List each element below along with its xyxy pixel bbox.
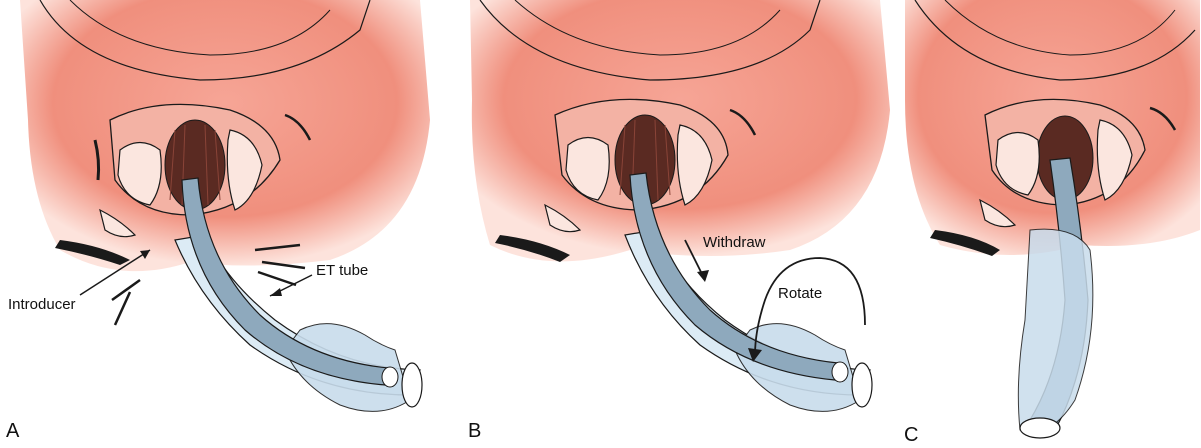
introducer-label: Introducer (8, 296, 76, 313)
panel-c: C (900, 0, 1201, 448)
panel-letter-b: B (468, 420, 481, 443)
panel-c-illustration (900, 0, 1201, 448)
withdraw-label: Withdraw (703, 234, 766, 251)
panel-letter-a: A (6, 420, 19, 443)
et-tube-label: ET tube (316, 262, 368, 279)
panel-letter-c: C (904, 424, 918, 447)
panel-b-illustration (460, 0, 900, 448)
panel-a-illustration (0, 0, 450, 448)
panel-b: Withdraw Rotate B (460, 0, 900, 448)
panel-a: Introducer ET tube A (0, 0, 450, 448)
rotate-label: Rotate (778, 285, 822, 302)
